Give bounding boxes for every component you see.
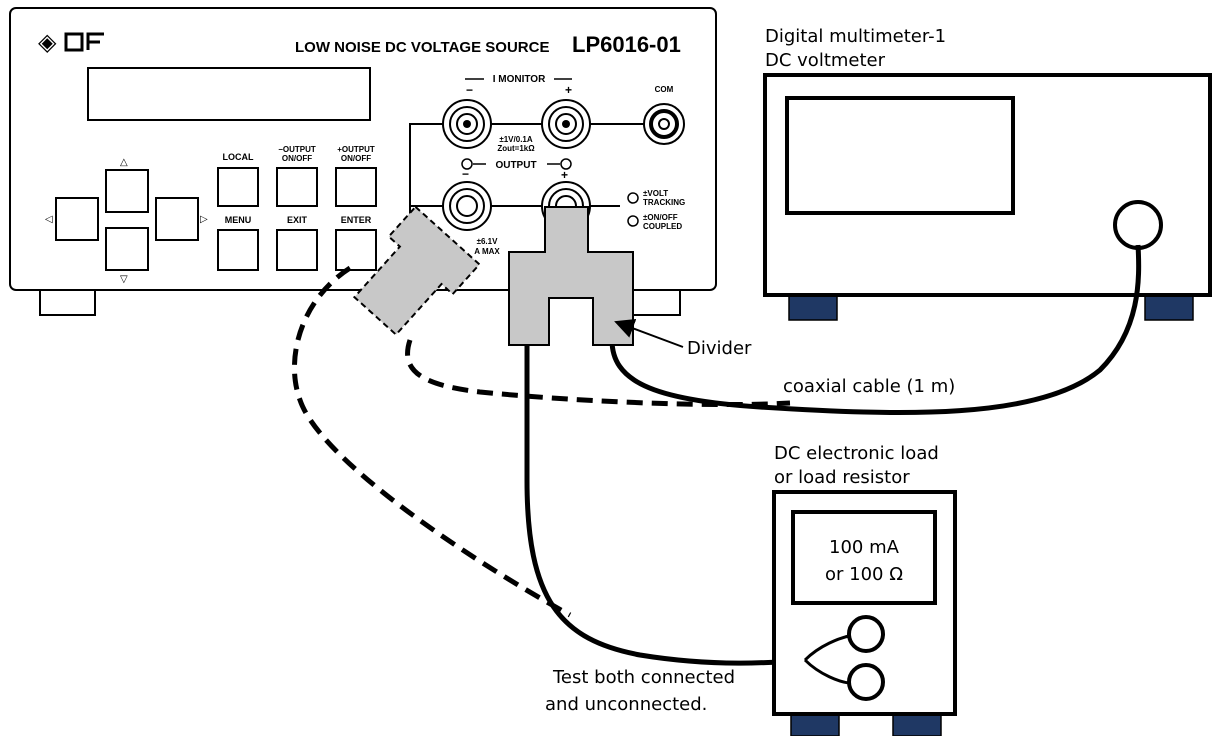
test-note-2: and unconnected.: [545, 694, 707, 715]
source-title: LOW NOISE DC VOLTAGE SOURCE: [295, 39, 549, 56]
onoff-coupled-led: [627, 215, 639, 227]
exit-button[interactable]: [276, 229, 318, 271]
i-monitor-plus-bnc[interactable]: [541, 99, 591, 149]
max-label-1: ±6.1V: [477, 237, 499, 246]
load-label-1: DC electronic load: [774, 443, 939, 464]
load-display-current: 100 mA: [829, 537, 900, 558]
left-arrow-icon: ◁: [45, 214, 53, 225]
local-button[interactable]: [217, 167, 259, 207]
cables: [291, 244, 1142, 666]
digital-multimeter: Digital multimeter-1 DC voltmeter: [763, 26, 1212, 321]
menu-button[interactable]: [217, 229, 259, 271]
minus-output-onoff-button[interactable]: [276, 167, 318, 207]
scale-label-1: ±1V/0.1A: [499, 135, 533, 144]
divider: [508, 206, 634, 346]
coaxial-cable: [609, 244, 1142, 415]
divider-label: Divider: [687, 338, 752, 359]
terminal-area: I MONITOR − + COM ±1V/0.1A: [409, 74, 685, 290]
down-arrow-icon: ▽: [120, 274, 128, 285]
multimeter-foot-left: [788, 294, 838, 321]
minus-output-label-1: −OUTPUT: [278, 145, 316, 154]
enter-label: ENTER: [341, 215, 372, 225]
menu-label: MENU: [225, 215, 252, 225]
output-minus-bnc[interactable]: [442, 181, 492, 231]
multimeter-input-terminal[interactable]: [1113, 200, 1163, 250]
arrow-keypad: △ ◁ ▷ ▽: [45, 157, 208, 285]
multimeter-label-1: Digital multimeter-1: [765, 26, 946, 47]
function-keys: LOCAL −OUTPUT ON/OFF +OUTPUT ON/OFF MENU…: [217, 145, 377, 271]
i-monitor-minus-sign: −: [466, 83, 473, 97]
com-label: COM: [655, 85, 674, 94]
local-label: LOCAL: [223, 152, 254, 162]
output-label: OUTPUT: [495, 160, 536, 171]
load-terminal-lower[interactable]: [847, 663, 885, 701]
volt-tracking-label-2: TRACKING: [643, 198, 685, 207]
volt-tracking-label-1: ±VOLT: [643, 189, 668, 198]
volt-tracking-led: [627, 192, 639, 204]
minus-output-label-2: ON/OFF: [282, 154, 312, 163]
solid-lead-to-load: [524, 340, 806, 666]
load-terminal-upper[interactable]: [847, 615, 885, 653]
max-label-2: A MAX: [474, 247, 500, 256]
dc-voltage-source: ◈ LOW NOISE DC VOLTAGE SOURCE LP6016-01 …: [9, 7, 717, 316]
right-key-button[interactable]: [155, 197, 199, 241]
divider-tilted-dashed: [352, 205, 481, 337]
source-display: [87, 67, 371, 121]
right-arrow-icon: ▷: [200, 214, 208, 225]
output-minus-led: [461, 158, 473, 170]
i-monitor-minus-bnc[interactable]: [442, 99, 492, 149]
multimeter-display: [785, 96, 1015, 215]
left-key-button[interactable]: [55, 197, 99, 241]
divider-pointer-arrow: [614, 318, 684, 348]
load-display-resistance: or 100 Ω: [825, 564, 903, 585]
output-plus-led: [560, 158, 572, 170]
com-terminal[interactable]: [643, 103, 685, 145]
output-minus-sign: −: [462, 167, 469, 181]
load-display: [791, 510, 937, 605]
load-label-2: or load resistor: [774, 467, 910, 488]
dashed-lead-to-load: [291, 265, 572, 618]
i-monitor-label: I MONITOR: [493, 74, 546, 85]
source-foot-left: [39, 290, 96, 316]
up-key-button[interactable]: [105, 169, 149, 213]
down-key-button[interactable]: [105, 227, 149, 271]
multimeter-label-2: DC voltmeter: [765, 50, 886, 71]
plus-output-label-2: ON/OFF: [341, 154, 371, 163]
load-terminal-fork: [803, 634, 850, 685]
nf-logo: ◈: [38, 28, 104, 56]
i-monitor-plus-sign: +: [565, 83, 572, 97]
up-arrow-icon: △: [120, 157, 128, 168]
test-note-1: Test both connected: [552, 667, 735, 688]
multimeter-foot-right: [1144, 294, 1194, 321]
output-plus-sign: +: [561, 168, 568, 182]
scale-label-2: Zout=1kΩ: [497, 144, 535, 153]
onoff-coupled-label-2: COUPLED: [643, 222, 682, 231]
plus-output-onoff-button[interactable]: [335, 167, 377, 207]
coax-label: coaxial cable (1 m): [783, 376, 955, 397]
source-model: LP6016-01: [572, 32, 681, 57]
onoff-coupled-label-1: ±ON/OFF: [643, 213, 678, 222]
enter-button[interactable]: [335, 229, 377, 271]
exit-label: EXIT: [287, 215, 308, 225]
plus-output-label-1: +OUTPUT: [337, 145, 375, 154]
svg-text:◈: ◈: [38, 28, 57, 56]
dc-electronic-load: DC electronic load or load resistor 100 …: [772, 443, 957, 736]
